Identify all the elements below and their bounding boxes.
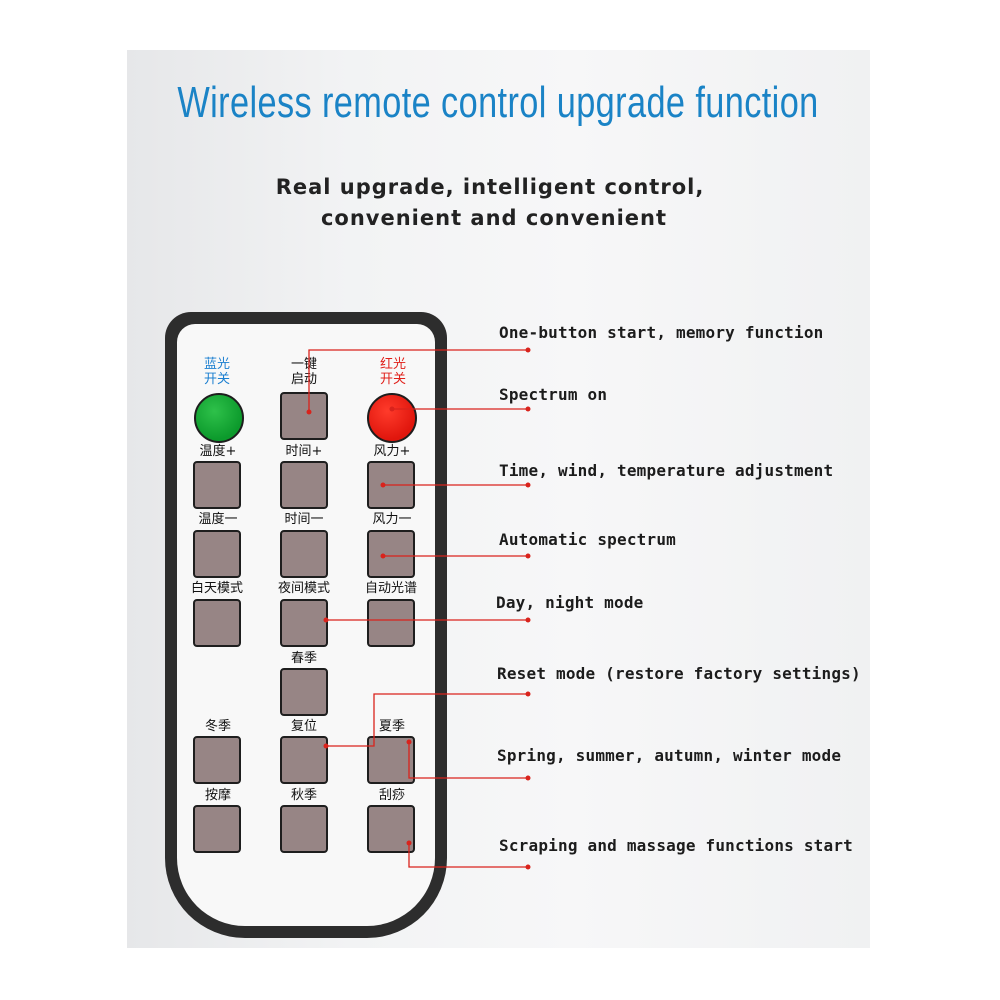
one-key-start-button[interactable] [280, 392, 328, 440]
spring-label: 春季 [290, 651, 317, 666]
massage-button[interactable] [193, 805, 241, 853]
summer-label: 夏季 [378, 719, 405, 734]
callout-reset: Reset mode (restore factory settings) [497, 664, 861, 683]
wind-minus-label: 风力一 [372, 512, 412, 527]
blue-light-switch-button[interactable] [194, 393, 244, 443]
subtitle-line-2: convenient and convenient [320, 206, 668, 230]
subtitle-line-1: Real upgrade, intelligent control, [275, 175, 705, 199]
autumn-button[interactable] [280, 805, 328, 853]
temp-minus-button[interactable] [193, 530, 241, 578]
callout-seasons: Spring, summer, autumn, winter mode [497, 746, 842, 765]
auto-spectrum-button[interactable] [367, 599, 415, 647]
winter-button[interactable] [193, 736, 241, 784]
callout-scraping: Scraping and massage functions start [499, 836, 853, 855]
callout-adjustment: Time, wind, temperature adjustment [499, 461, 834, 480]
time-plus-label: 时间+ [285, 444, 323, 459]
winter-label: 冬季 [204, 719, 231, 734]
temp-plus-label: 温度+ [199, 444, 237, 459]
callout-auto-spectrum: Automatic spectrum [499, 530, 676, 549]
massage-label: 按摩 [204, 788, 231, 803]
callout-one-button: One-button start, memory function [499, 323, 824, 342]
time-minus-button[interactable] [280, 530, 328, 578]
time-plus-button[interactable] [280, 461, 328, 509]
night-mode-label: 夜间模式 [277, 581, 330, 596]
page-title: Wireless remote control upgrade function [177, 78, 819, 127]
summer-button[interactable] [367, 736, 415, 784]
scraping-button[interactable] [367, 805, 415, 853]
reset-button[interactable] [280, 736, 328, 784]
wind-minus-button[interactable] [367, 530, 415, 578]
day-mode-button[interactable] [193, 599, 241, 647]
callout-day-night: Day, night mode [496, 593, 644, 612]
red-light-switch-button[interactable] [367, 393, 417, 443]
one-key-start-label: 一键 启动 [290, 357, 317, 387]
wind-plus-label: 风力+ [373, 444, 411, 459]
spring-button[interactable] [280, 668, 328, 716]
time-minus-label: 时间一 [284, 512, 324, 527]
temp-plus-button[interactable] [193, 461, 241, 509]
day-mode-label: 白天模式 [190, 581, 243, 596]
red-light-label: 红光 开关 [379, 357, 406, 387]
autumn-label: 秋季 [290, 788, 317, 803]
reset-label: 复位 [290, 719, 317, 734]
scraping-label: 刮痧 [378, 788, 405, 803]
auto-spectrum-label: 自动光谱 [364, 581, 417, 596]
callout-spectrum-on: Spectrum on [499, 385, 608, 404]
blue-light-label: 蓝光 开关 [203, 357, 230, 387]
temp-minus-label: 温度一 [198, 512, 238, 527]
wind-plus-button[interactable] [367, 461, 415, 509]
night-mode-button[interactable] [280, 599, 328, 647]
